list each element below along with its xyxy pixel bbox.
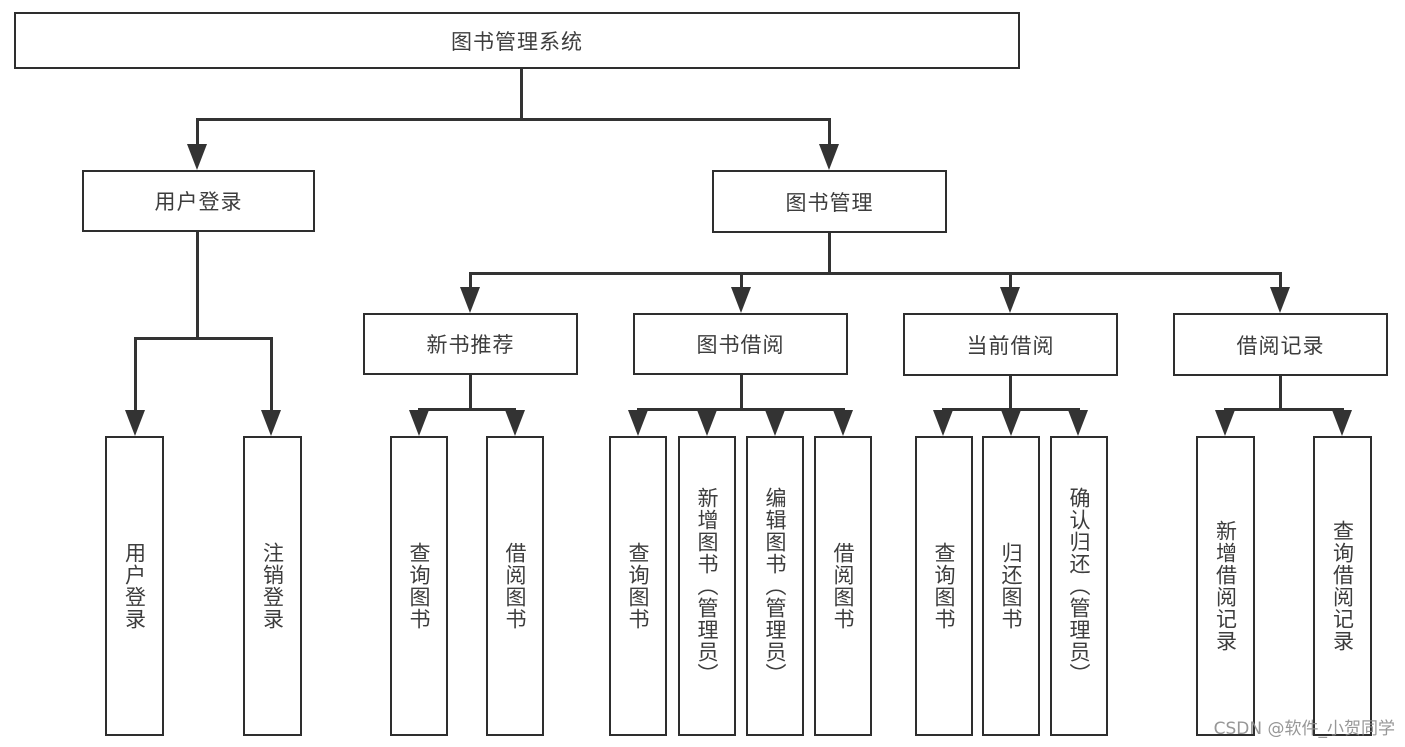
connector-line <box>418 408 516 411</box>
connector-line <box>942 408 1080 411</box>
node-label: 借阅记录 <box>1236 333 1325 358</box>
arrowhead-icon <box>731 287 751 313</box>
arrowhead-icon <box>765 410 785 436</box>
connector-line <box>196 232 199 339</box>
node-current-borrow: 当前借阅 <box>903 313 1118 376</box>
arrowhead-icon <box>409 410 429 436</box>
connector-line <box>1279 272 1282 289</box>
connector-line <box>134 337 137 412</box>
leaf-edit-books-admin: 编辑图书（管理员） <box>746 436 804 736</box>
node-label: 图书管理系统 <box>451 29 583 54</box>
node-label: 查询借阅记录 <box>1330 520 1355 652</box>
arrowhead-icon <box>1000 287 1020 313</box>
leaf-return-books: 归还图书 <box>982 436 1040 736</box>
leaf-add-books-admin: 新增图书（管理员） <box>678 436 736 736</box>
arrowhead-icon <box>628 410 648 436</box>
connector-line <box>740 272 743 289</box>
leaf-query-books-2: 查询图书 <box>609 436 667 736</box>
connector-line <box>520 68 523 120</box>
node-label: 借阅图书 <box>503 542 527 630</box>
node-new-book-recommend: 新书推荐 <box>363 313 578 375</box>
connector-line <box>637 408 845 411</box>
leaf-user-login: 用户登录 <box>105 436 164 736</box>
node-label: 新增借阅记录 <box>1213 520 1238 652</box>
connector-line <box>1279 376 1282 410</box>
node-book-management: 图书管理 <box>712 170 947 233</box>
node-label: 新书推荐 <box>426 333 515 357</box>
leaf-borrow-books-1: 借阅图书 <box>486 436 544 736</box>
leaf-add-borrow-record: 新增借阅记录 <box>1196 436 1255 736</box>
arrowhead-icon <box>1270 287 1290 313</box>
node-root: 图书管理系统 <box>14 12 1020 69</box>
connector-line <box>1224 408 1344 411</box>
leaf-query-books-1: 查询图书 <box>390 436 448 736</box>
connector-line <box>1009 376 1012 410</box>
node-book-borrow: 图书借阅 <box>633 313 848 375</box>
arrowhead-icon <box>505 410 525 436</box>
connector-line <box>196 118 830 121</box>
node-label: 图书借阅 <box>696 333 785 357</box>
arrowhead-icon <box>460 287 480 313</box>
node-label: 借阅图书 <box>831 542 855 630</box>
arrowhead-icon <box>1068 410 1088 436</box>
node-label: 查询图书 <box>407 542 431 630</box>
node-label: 当前借阅 <box>966 333 1055 358</box>
node-borrow-record: 借阅记录 <box>1173 313 1388 376</box>
leaf-query-borrow-record: 查询借阅记录 <box>1313 436 1372 736</box>
node-label: 编辑图书（管理员） <box>763 487 787 685</box>
node-label: 新增图书（管理员） <box>695 487 719 685</box>
connector-line <box>469 272 472 289</box>
node-label: 图书管理 <box>785 190 874 215</box>
connector-line <box>828 233 831 274</box>
node-label: 查询图书 <box>626 542 650 630</box>
connector-line <box>270 337 273 412</box>
leaf-logout: 注销登录 <box>243 436 302 736</box>
node-label: 确认归还（管理员） <box>1067 487 1091 685</box>
node-label: 用户登录 <box>154 190 243 214</box>
arrowhead-icon <box>819 144 839 170</box>
connector-line <box>134 337 272 340</box>
arrowhead-icon <box>697 410 717 436</box>
arrowhead-icon <box>1215 410 1235 436</box>
connector-line <box>1009 272 1012 289</box>
connector-line <box>196 118 199 146</box>
leaf-confirm-return-admin: 确认归还（管理员） <box>1050 436 1108 736</box>
leaf-query-books-3: 查询图书 <box>915 436 973 736</box>
node-user-login: 用户登录 <box>82 170 315 232</box>
csdn-watermark: CSDN @软件_小贺同学 <box>1213 719 1395 739</box>
connector-line <box>828 118 831 146</box>
node-label: 注销登录 <box>260 542 285 630</box>
connector-line <box>740 375 743 410</box>
arrowhead-icon <box>125 410 145 436</box>
node-label: 查询图书 <box>932 542 956 630</box>
arrowhead-icon <box>261 410 281 436</box>
arrowhead-icon <box>1001 410 1021 436</box>
arrowhead-icon <box>933 410 953 436</box>
leaf-borrow-books-2: 借阅图书 <box>814 436 872 736</box>
arrowhead-icon <box>187 144 207 170</box>
arrowhead-icon <box>833 410 853 436</box>
connector-line <box>469 272 1281 275</box>
node-label: 归还图书 <box>999 542 1023 630</box>
arrowhead-icon <box>1332 410 1352 436</box>
connector-line <box>469 375 472 410</box>
node-label: 用户登录 <box>122 542 147 630</box>
